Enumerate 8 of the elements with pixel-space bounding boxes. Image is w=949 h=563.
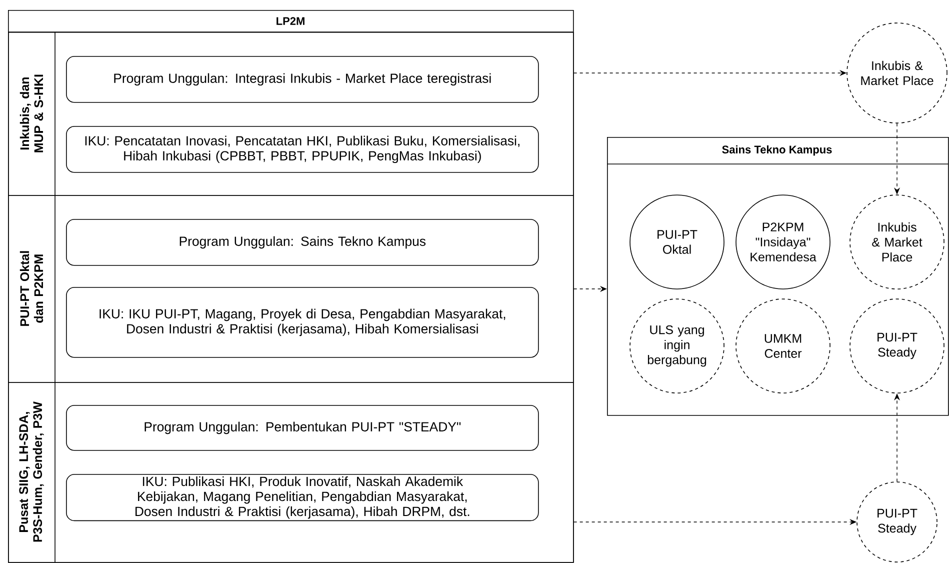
- program-box: Program Unggulan: Sains Tekno Kampus: [66, 219, 539, 266]
- circle-node: P2KPM "Insidaya" Kemendesa: [736, 194, 830, 290]
- program-box: IKU: IKU PUI-PT, Magang, Proyek di Desa, Pengabdian Masyarakat, Dosen Industri & Praktisi (kerjasama), Hibah Komersialisasi: [66, 287, 539, 358]
- program-box: Program Unggulan: Integrasi Inkubis - Market Place teregistrasi: [66, 56, 539, 103]
- program-box: IKU: Publikasi HKI, Produk Inovatif, Naskah Akademik Kebijakan, Magang Penelitian, Pengabdian Masyarakat, Dosen Industri & Praktisi (kerjasama), Hibah DRPM, dst.: [66, 474, 539, 522]
- circle-node: PUI-PT Oktal: [630, 194, 724, 290]
- program-box: Program Unggulan: Pembentukan PUI-PT "STEADY": [66, 405, 539, 451]
- program-box: IKU: Pencatatan Inovasi, Pencatatan HKI, Publikasi Buku, Komersialisasi, Hibah Inkubasi (CPBBT, PBBT, PPUPIK, PengMas Inkubasi): [66, 126, 539, 173]
